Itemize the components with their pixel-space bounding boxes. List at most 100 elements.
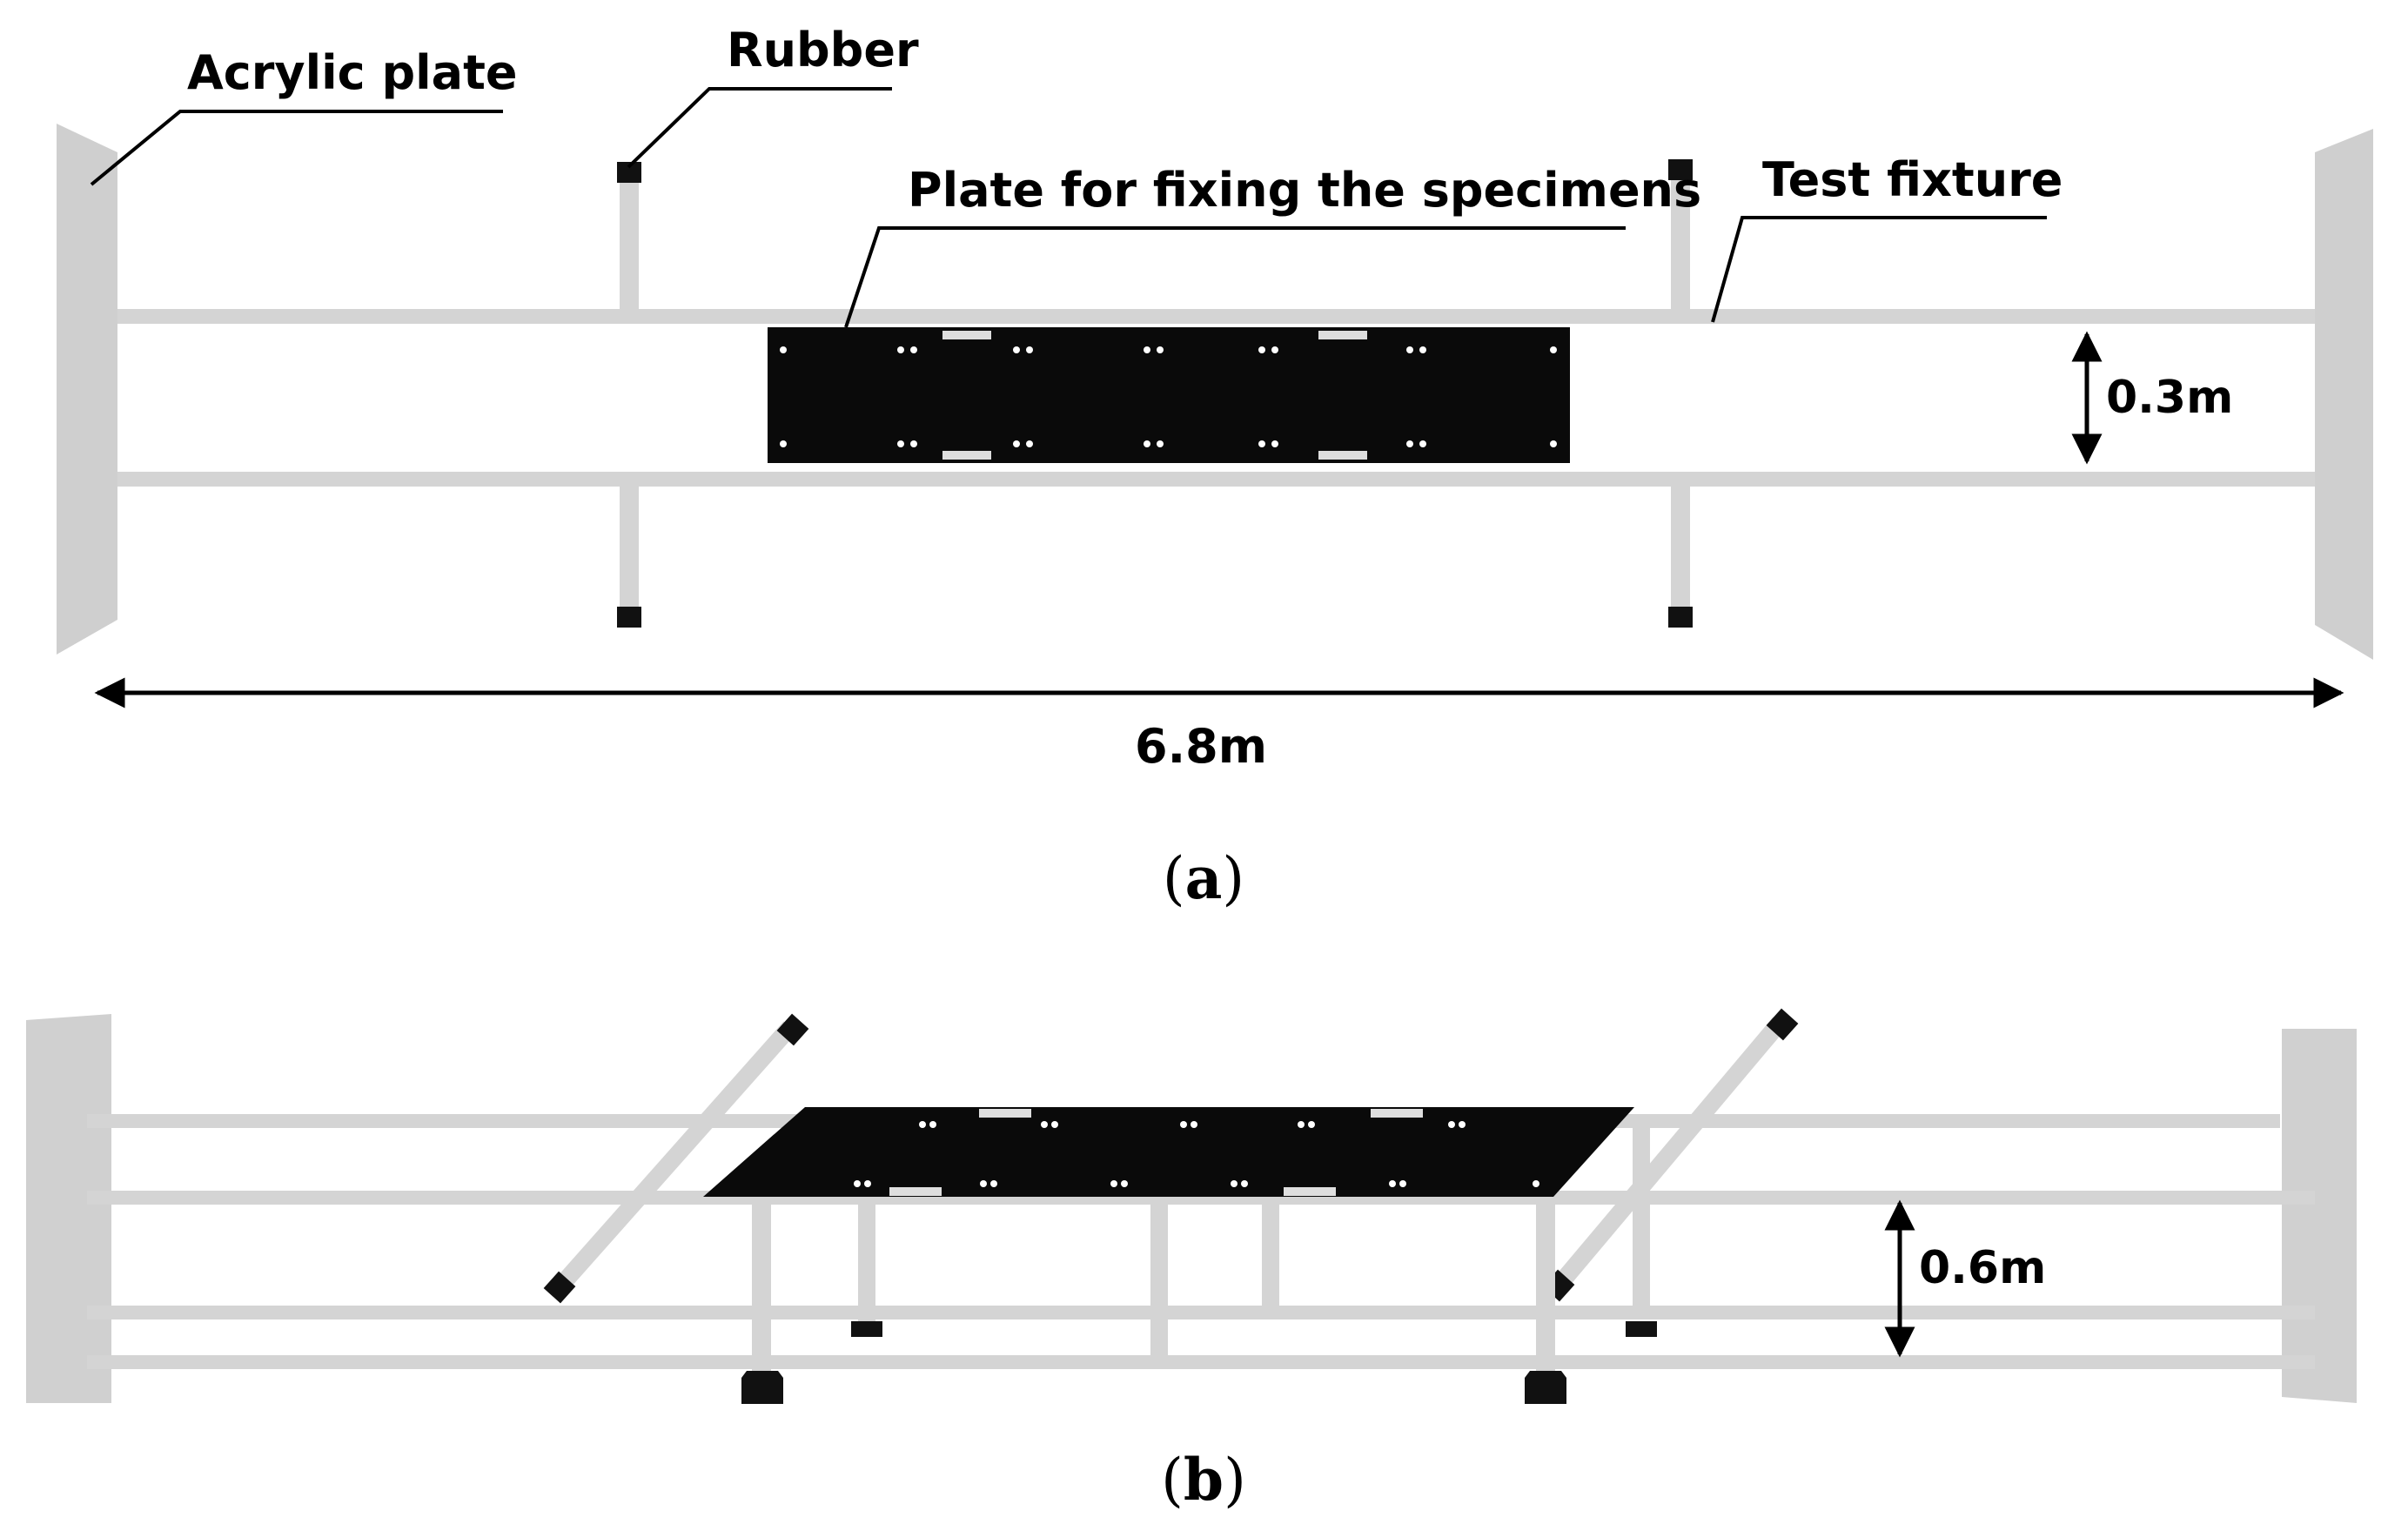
specimen-plate-perspective (703, 1107, 1634, 1197)
caption-a: (a) (1163, 844, 1244, 912)
mounting-hole (1271, 440, 1278, 447)
mounting-hole (1550, 440, 1557, 447)
clamp (889, 1187, 942, 1196)
dimension-label-6-8m: 6.8m (1135, 719, 1267, 774)
mounting-hole (1399, 1180, 1406, 1187)
mounting-hole (1533, 1180, 1539, 1187)
specimen-plate-details (780, 331, 1557, 460)
mounting-hole (1013, 440, 1020, 447)
mounting-hole (910, 346, 917, 353)
mounting-hole (1157, 440, 1164, 447)
specimen-plate (768, 327, 1570, 463)
mounting-hole (1026, 440, 1033, 447)
mounting-hole (1051, 1121, 1058, 1128)
mounting-hole (1231, 1180, 1238, 1187)
mounting-hole (980, 1180, 987, 1187)
mounting-hole (919, 1121, 926, 1128)
leg-4 (1262, 1197, 1279, 1310)
mounting-hole (1406, 440, 1413, 447)
rail-b-4 (87, 1355, 2315, 1369)
mounting-hole (897, 346, 904, 353)
mounting-hole (1013, 346, 1020, 353)
rubber-foot-4 (1626, 1321, 1657, 1337)
mounting-hole (1258, 346, 1265, 353)
mounting-hole (864, 1180, 871, 1187)
rubber-foot-1 (741, 1371, 783, 1404)
mounting-hole (780, 440, 787, 447)
mounting-hole (1258, 440, 1265, 447)
mounting-hole (1298, 1121, 1305, 1128)
leg-1 (752, 1197, 771, 1371)
leader-acrylic-plate (90, 110, 503, 186)
clamp (1371, 1109, 1423, 1118)
mounting-hole (990, 1180, 997, 1187)
clamp (1284, 1187, 1336, 1196)
mounting-hole (1406, 346, 1413, 353)
label-test-fixture: Test fixture (1762, 152, 2063, 207)
acrylic-plate-left (57, 124, 117, 655)
mounting-hole (1180, 1121, 1187, 1128)
brace-left (550, 1021, 797, 1296)
mounting-hole (780, 346, 787, 353)
specimen-plate-perspective-details (854, 1109, 1539, 1196)
clamp (979, 1109, 1031, 1118)
label-plate-for-fixing: Plate for fixing the specimens (908, 163, 1701, 218)
mounting-hole (897, 440, 904, 447)
rubber-right-lower (1668, 607, 1693, 628)
label-rubber: Rubber (727, 23, 919, 77)
mounting-hole (1144, 346, 1150, 353)
leg-6 (1633, 1127, 1650, 1314)
rubber-foot-3 (1525, 1371, 1566, 1404)
label-acrylic-plate: Acrylic plate (187, 45, 518, 100)
post-right-lower (1671, 487, 1690, 613)
rail-b-3 (87, 1306, 2315, 1319)
dimension-label-0-3m: 0.3m (2106, 372, 2233, 424)
mounting-hole (1448, 1121, 1455, 1128)
rail-bottom (91, 472, 2345, 487)
mounting-hole (1419, 440, 1426, 447)
mounting-hole (1026, 346, 1033, 353)
acrylic-plate-right (2315, 129, 2373, 660)
mounting-hole (1271, 346, 1278, 353)
mounting-hole (1389, 1180, 1396, 1187)
mounting-hole (1308, 1121, 1315, 1128)
panel-b: 0.6m (b) (26, 1008, 2357, 1514)
rubber-brace-left-bottom (543, 1271, 576, 1304)
clamp (942, 331, 991, 339)
leader-rubber (627, 87, 892, 169)
mounting-hole (1121, 1180, 1128, 1187)
mounting-hole (854, 1180, 861, 1187)
leg-5 (1536, 1197, 1555, 1371)
mounting-hole (1241, 1180, 1248, 1187)
rubber-brace-right-top (1766, 1008, 1799, 1041)
leg-2 (858, 1197, 875, 1323)
rubber-brace-left-top (776, 1013, 809, 1046)
leg-3 (1150, 1197, 1168, 1366)
rail-top (91, 309, 2345, 324)
leader-plate-fixing (844, 226, 1626, 328)
mounting-hole (1110, 1180, 1117, 1187)
mounting-hole (929, 1121, 936, 1128)
mounting-hole (1157, 346, 1164, 353)
rubber-foot-2 (851, 1321, 882, 1337)
rubber-left-lower (617, 607, 641, 628)
acrylic-plate-left-b (26, 1014, 111, 1403)
rubber-right-upper (1668, 159, 1693, 180)
clamp (1318, 331, 1367, 339)
mounting-hole (1144, 440, 1150, 447)
dimension-label-0-6m: 0.6m (1919, 1242, 2046, 1294)
mounting-hole (1191, 1121, 1197, 1128)
post-left-lower (620, 487, 639, 613)
post-left-upper (620, 172, 639, 312)
mounting-hole (1459, 1121, 1466, 1128)
mounting-hole (1419, 346, 1426, 353)
mounting-hole (1041, 1121, 1048, 1128)
mounting-hole (1550, 346, 1557, 353)
clamp (942, 451, 991, 460)
acrylic-plate-right-b (2282, 1029, 2357, 1403)
panel-a: Acrylic plate Rubber Plate for fixing th… (57, 23, 2373, 912)
clamp (1318, 451, 1367, 460)
leader-test-fixture (1711, 216, 2047, 323)
caption-b: (b) (1161, 1446, 1246, 1514)
